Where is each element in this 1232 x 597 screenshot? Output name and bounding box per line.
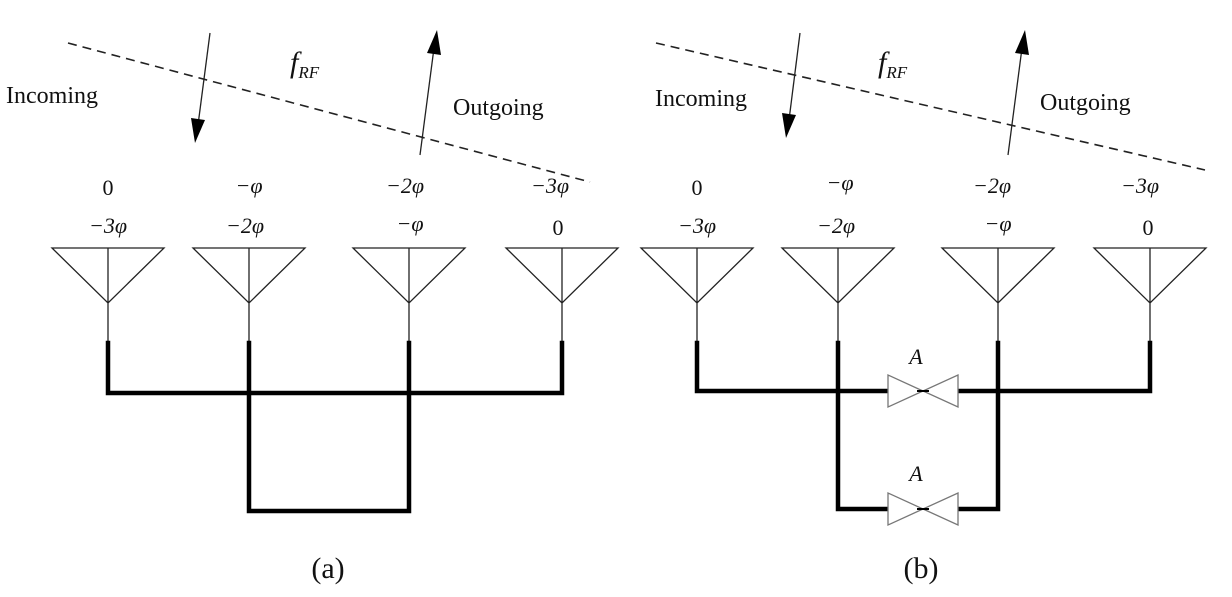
incoming-label: Incoming <box>655 86 747 112</box>
outgoing-phase-label: −3φ <box>531 173 569 198</box>
amplifier-label: A <box>907 344 923 369</box>
outgoing-label: Outgoing <box>453 95 544 121</box>
outgoing-phase-label: −2φ <box>973 173 1011 198</box>
outgoing-phase-label: −φ <box>826 170 853 195</box>
outgoing-phase-label: −3φ <box>1121 173 1159 198</box>
feed-line-inner-right <box>955 340 1001 512</box>
amplifier-label: A <box>907 461 923 486</box>
wavefront-line <box>655 42 1206 171</box>
outgoing-arrow <box>419 30 441 156</box>
antenna <box>50 247 166 342</box>
incoming-phase-label: 0 <box>553 215 564 240</box>
antenna <box>504 247 620 342</box>
feed-line-outer-left <box>694 340 891 394</box>
outgoing-phase-label: 0 <box>692 175 703 200</box>
outgoing-label: Outgoing <box>1040 90 1131 116</box>
incoming-arrow <box>191 32 211 143</box>
feed-line-outer-right <box>955 340 1153 394</box>
outgoing-arrow <box>1007 30 1029 156</box>
antenna <box>1092 247 1208 342</box>
incoming-phase-label: 0 <box>1143 215 1154 240</box>
outgoing-phase-label: −2φ <box>386 173 424 198</box>
amplifier-upper <box>887 373 959 409</box>
frequency-label: fRF <box>290 46 320 82</box>
incoming-phase-label: −φ <box>984 211 1011 236</box>
incoming-label: Incoming <box>6 83 98 109</box>
antenna <box>780 247 896 342</box>
panel-b: Incoming Outgoing fRF 0 −3φ −φ −2φ −2φ −… <box>639 30 1208 585</box>
outgoing-phase-label: −φ <box>235 173 262 198</box>
antenna <box>351 247 467 342</box>
incoming-phase-label: −3φ <box>678 213 716 238</box>
feed-line-inner-left <box>835 340 891 512</box>
amplifier-lower <box>887 491 959 527</box>
antenna <box>639 247 755 342</box>
panel-a: Incoming Outgoing fRF 0 −3φ −φ −2φ −2φ −… <box>6 30 620 585</box>
wavefront-line <box>67 42 591 183</box>
incoming-phase-label: −2φ <box>817 213 855 238</box>
antenna <box>191 247 307 342</box>
incoming-phase-label: −φ <box>396 211 423 236</box>
feed-line-outer <box>105 340 565 396</box>
panel-caption: (a) <box>311 552 344 585</box>
frequency-label: fRF <box>878 46 908 82</box>
feed-line-inner <box>246 340 412 514</box>
antenna <box>940 247 1056 342</box>
incoming-phase-label: −3φ <box>89 213 127 238</box>
incoming-phase-label: −2φ <box>226 213 264 238</box>
incoming-arrow <box>782 32 801 138</box>
outgoing-phase-label: 0 <box>103 175 114 200</box>
panel-caption: (b) <box>904 552 939 585</box>
